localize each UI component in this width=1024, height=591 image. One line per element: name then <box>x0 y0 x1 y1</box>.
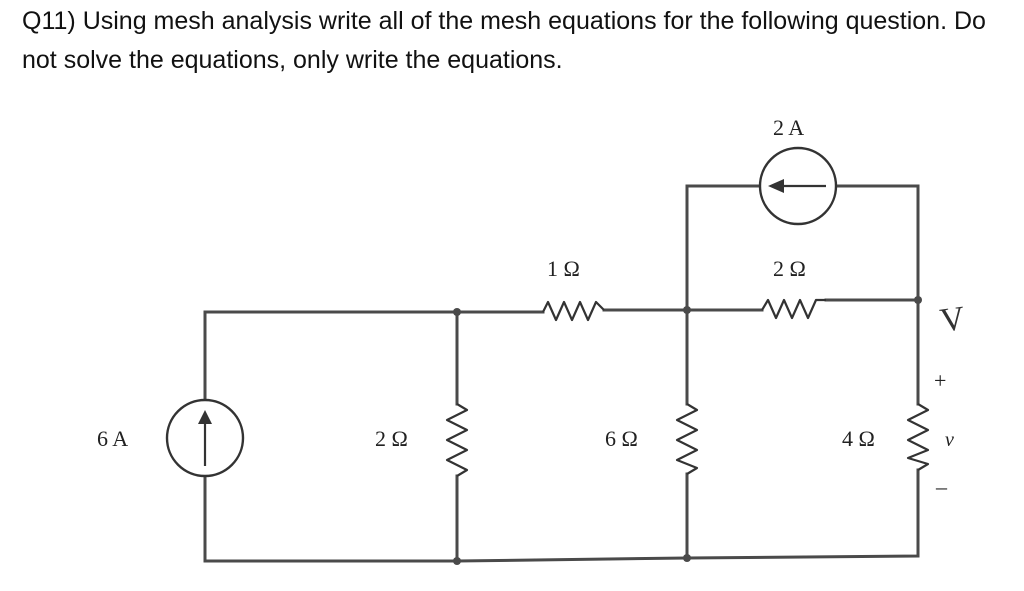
resistor-6-ohm-label: 6 Ω <box>605 426 638 451</box>
current-source-circle <box>758 146 838 226</box>
resistor-zigzag <box>906 403 930 471</box>
junction-dot <box>453 308 461 316</box>
resistor-2-ohm-shunt: 2 Ω <box>375 403 469 477</box>
resistor-2-ohm-series: 2 Ω <box>761 256 826 320</box>
wire-top-right <box>824 298 920 406</box>
wires <box>203 184 920 563</box>
current-source-6a-label: 6 A <box>97 426 128 451</box>
wire-bypass-branch <box>685 184 760 312</box>
junction-dot <box>683 306 691 314</box>
question-number: Q11) <box>22 7 76 35</box>
resistor-2-ohm-series-label: 2 Ω <box>773 256 806 281</box>
junction-dots <box>453 296 922 565</box>
arrow-left-head <box>768 179 784 193</box>
question-body: Using mesh analysis write all of the mes… <box>22 7 986 74</box>
wire-top-left <box>203 310 545 401</box>
current-source-circle <box>165 398 245 478</box>
current-source-6a: 6 A <box>97 398 245 478</box>
voltage-minus-sign: – <box>935 474 948 499</box>
wire-bottom <box>203 468 920 563</box>
junction-dot <box>453 557 461 565</box>
resistor-zigzag <box>761 298 826 320</box>
resistor-4-ohm-label: 4 Ω <box>842 426 875 451</box>
handwritten-v-mark: V <box>938 300 968 340</box>
junction-dot <box>914 296 922 304</box>
question-text: Q11) Using mesh analysis write all of th… <box>22 2 1012 80</box>
arrow-up-head <box>198 410 212 424</box>
voltage-plus-sign: + <box>934 368 946 393</box>
resistor-6-ohm: 6 Ω <box>605 403 699 475</box>
resistor-4-ohm: 4 Ω <box>842 403 930 471</box>
resistor-1-ohm-label: 1 Ω <box>547 256 580 281</box>
resistor-2-ohm-shunt-label: 2 Ω <box>375 426 408 451</box>
current-source-2a-label: 2 A <box>773 115 804 140</box>
resistor-zigzag <box>445 403 469 477</box>
resistor-1-ohm: 1 Ω <box>542 256 605 322</box>
resistor-zigzag <box>542 300 605 322</box>
voltage-v-marker: + v – <box>934 368 954 499</box>
wire-bypass-right <box>836 184 920 302</box>
resistor-zigzag <box>675 403 699 475</box>
voltage-v-label: v <box>945 429 954 451</box>
current-source-2a: 2 A <box>758 115 838 226</box>
junction-dot <box>683 554 691 562</box>
